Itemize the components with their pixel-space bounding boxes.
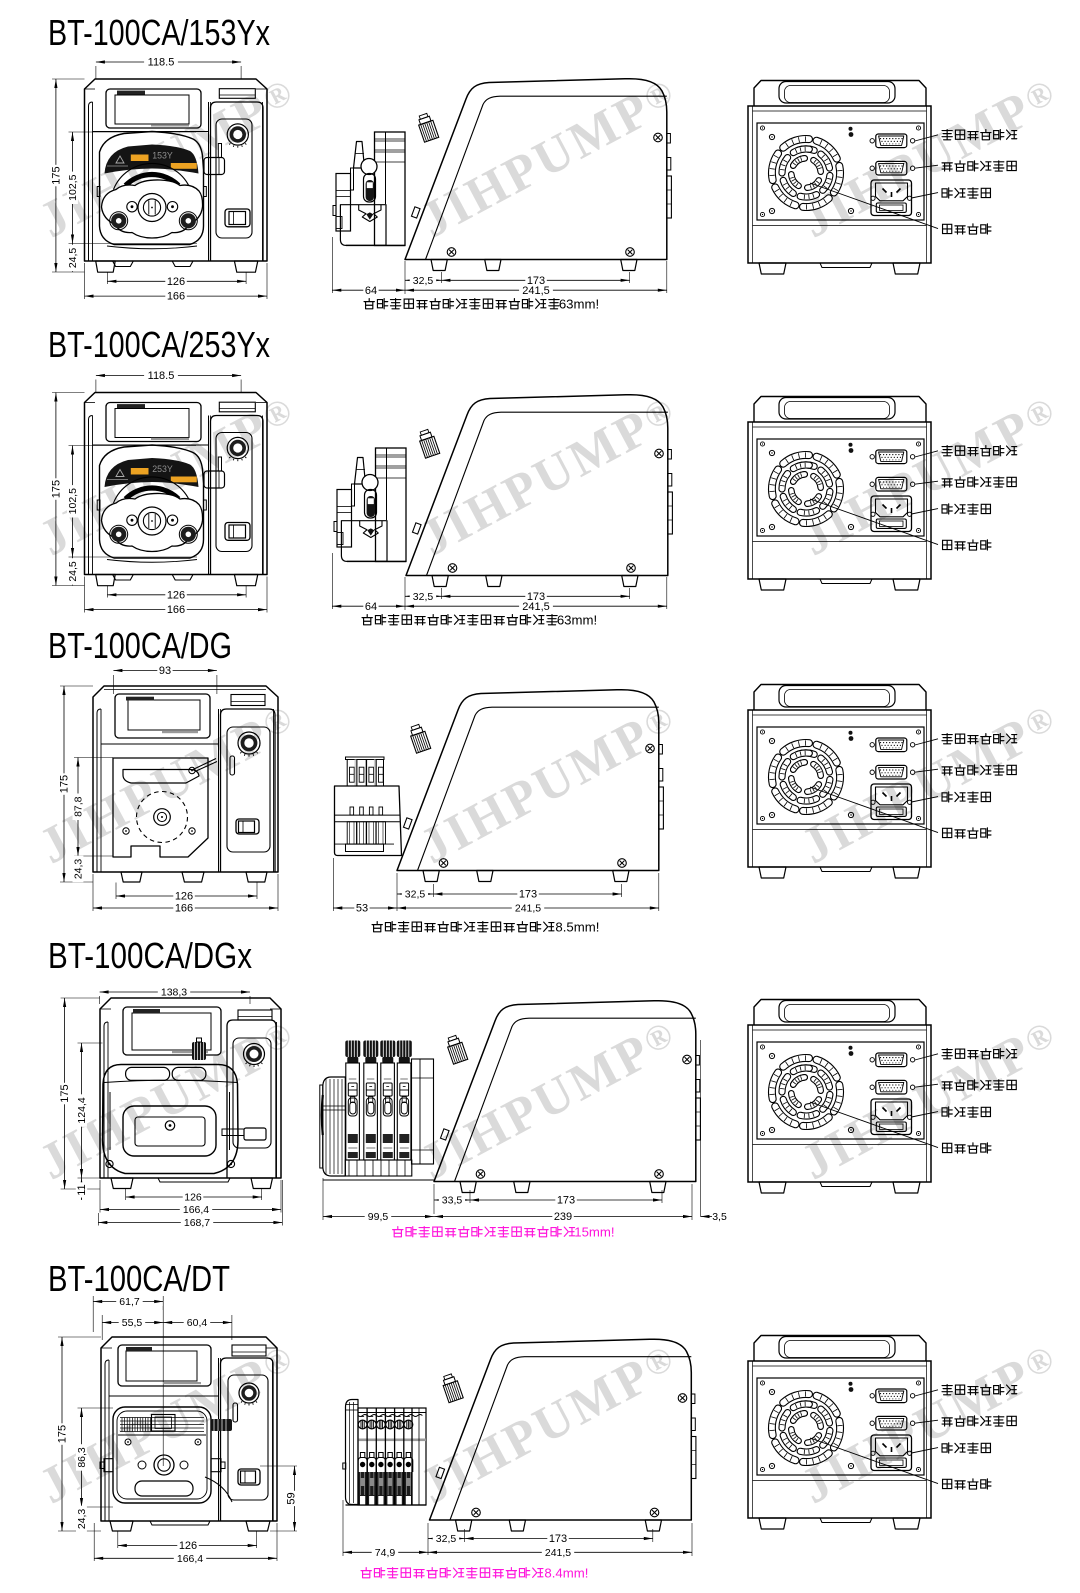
- svg-text:166,4: 166,4: [183, 1204, 209, 1216]
- svg-text:BT-100CA/DT: BT-100CA/DT: [48, 1258, 230, 1299]
- svg-text:168,7: 168,7: [184, 1217, 210, 1229]
- svg-text:53: 53: [356, 903, 368, 915]
- svg-text:63mm!: 63mm!: [557, 613, 597, 628]
- svg-text:175: 175: [59, 775, 71, 793]
- svg-text:33,5: 33,5: [442, 1195, 463, 1207]
- svg-text:64: 64: [365, 601, 377, 613]
- svg-text:63mm!: 63mm!: [559, 297, 599, 312]
- svg-text:138,3: 138,3: [161, 987, 187, 999]
- svg-text:175: 175: [51, 480, 63, 498]
- svg-text:175: 175: [59, 1084, 71, 1102]
- svg-text:JIHPUMP®: JIHPUMP®: [30, 1333, 306, 1515]
- svg-text:JIHPUMP®: JIHPUMP®: [411, 1333, 687, 1515]
- svg-text:59: 59: [286, 1492, 298, 1504]
- svg-text:126: 126: [167, 276, 185, 288]
- svg-text:8.4mm!: 8.4mm!: [544, 1566, 588, 1581]
- svg-text:8.5mm!: 8.5mm!: [555, 920, 599, 935]
- svg-text:99,5: 99,5: [368, 1211, 389, 1223]
- svg-text:24,3: 24,3: [72, 859, 84, 880]
- svg-text:JIHPUMP®: JIHPUMP®: [411, 67, 687, 249]
- svg-text:166,4: 166,4: [177, 1553, 203, 1565]
- svg-text:BT-100CA/DG: BT-100CA/DG: [48, 625, 232, 666]
- svg-text:24,5: 24,5: [67, 561, 79, 582]
- svg-text:11: 11: [76, 1184, 88, 1195]
- svg-text:87,8: 87,8: [73, 796, 85, 817]
- svg-text:32,5: 32,5: [413, 591, 434, 603]
- svg-text:173: 173: [519, 889, 537, 901]
- svg-text:253Y: 253Y: [152, 464, 173, 474]
- svg-text:74,9: 74,9: [375, 1547, 396, 1559]
- svg-text:166: 166: [167, 604, 185, 616]
- svg-text:173: 173: [557, 1195, 575, 1207]
- svg-text:118.5: 118.5: [148, 370, 175, 382]
- svg-text:166: 166: [175, 903, 193, 915]
- svg-text:BT-100CA/253Yx: BT-100CA/253Yx: [48, 324, 270, 365]
- svg-text:173: 173: [549, 1533, 567, 1545]
- svg-text:126: 126: [167, 589, 185, 601]
- svg-text:60,4: 60,4: [187, 1317, 208, 1329]
- svg-text:102,5: 102,5: [67, 174, 79, 200]
- svg-text:173: 173: [527, 275, 545, 287]
- svg-text:55,5: 55,5: [122, 1317, 143, 1329]
- svg-text:BT-100CA/DGx: BT-100CA/DGx: [48, 935, 252, 976]
- svg-text:15mm!: 15mm!: [574, 1225, 614, 1240]
- svg-text:24,5: 24,5: [67, 248, 79, 269]
- svg-text:86,3: 86,3: [76, 1447, 88, 1468]
- svg-text:173: 173: [527, 591, 545, 603]
- svg-text:241,5: 241,5: [522, 601, 550, 613]
- svg-text:102,5: 102,5: [67, 488, 79, 514]
- svg-text:JIHPUMP®: JIHPUMP®: [30, 1009, 306, 1191]
- svg-text:JIHPUMP®: JIHPUMP®: [30, 693, 306, 875]
- svg-text:239: 239: [554, 1211, 572, 1223]
- svg-text:124,4: 124,4: [76, 1097, 88, 1123]
- svg-text:241,5: 241,5: [522, 285, 550, 297]
- svg-text:JIHPUMP®: JIHPUMP®: [411, 693, 687, 875]
- svg-text:241,5: 241,5: [515, 903, 541, 915]
- svg-text:3,5: 3,5: [712, 1211, 727, 1223]
- svg-text:64: 64: [365, 285, 377, 297]
- svg-text:126: 126: [184, 1192, 202, 1204]
- svg-text:175: 175: [51, 166, 63, 184]
- svg-text:24,3: 24,3: [76, 1509, 88, 1530]
- svg-text:166: 166: [167, 291, 185, 303]
- svg-text:153Y: 153Y: [152, 151, 173, 161]
- svg-text:175: 175: [57, 1425, 69, 1443]
- svg-text:32,5: 32,5: [405, 889, 426, 901]
- svg-text:118.5: 118.5: [148, 57, 175, 69]
- svg-text:126: 126: [175, 891, 193, 903]
- svg-text:32,5: 32,5: [436, 1533, 457, 1545]
- svg-text:126: 126: [179, 1540, 197, 1552]
- svg-text:241,5: 241,5: [545, 1547, 571, 1559]
- svg-text:32,5: 32,5: [413, 275, 434, 287]
- svg-text:93: 93: [159, 665, 171, 677]
- svg-text:BT-100CA/153Yx: BT-100CA/153Yx: [48, 12, 270, 53]
- svg-text:61,7: 61,7: [119, 1296, 140, 1308]
